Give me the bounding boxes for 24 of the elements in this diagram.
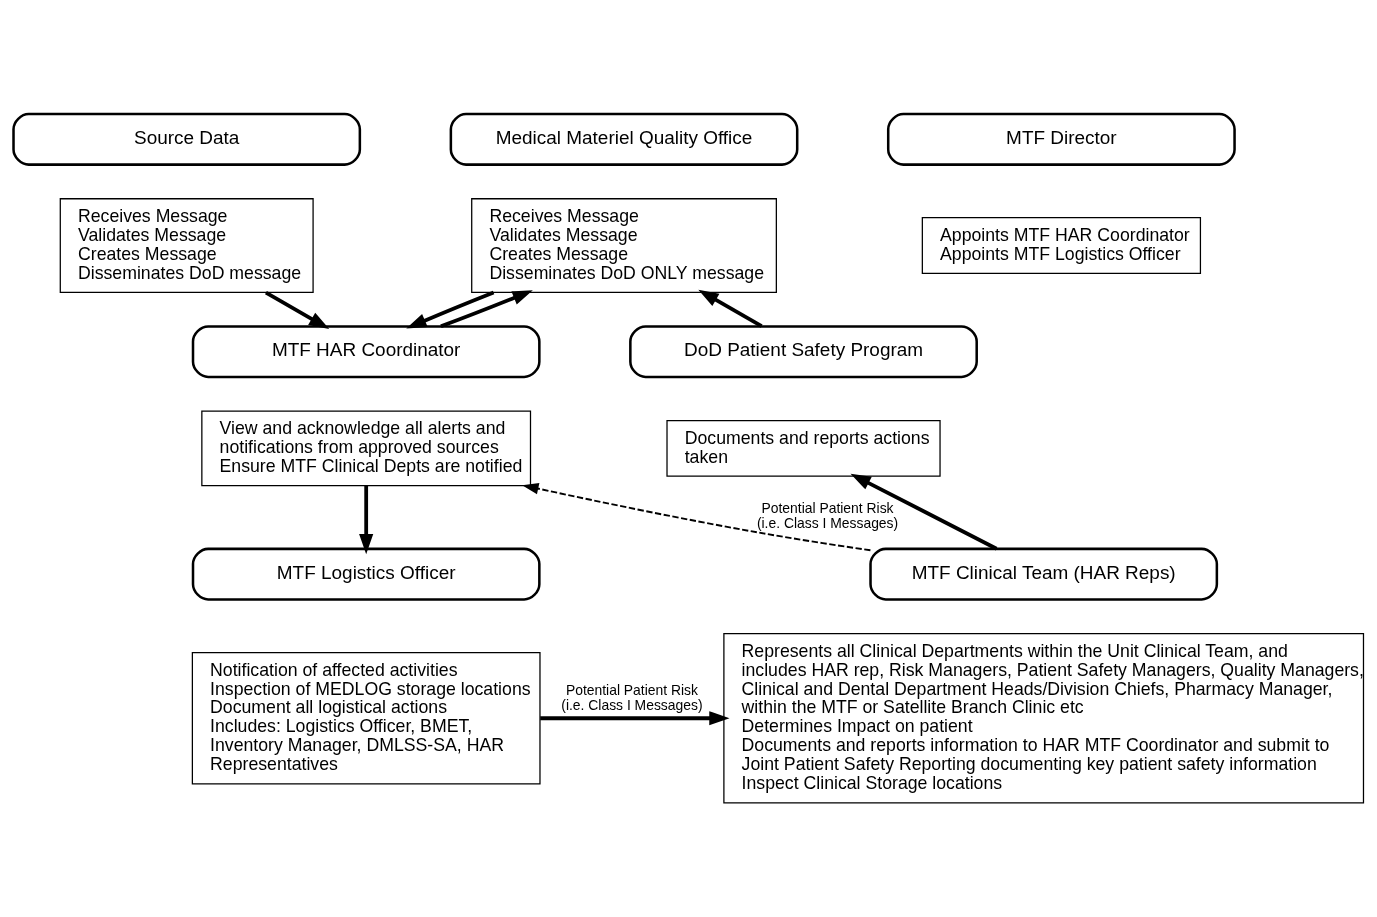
node-box: MTF Logistics Officer (191, 547, 541, 601)
arrow (359, 485, 374, 555)
arrow (698, 289, 763, 328)
node-box: Receives Message Validates Message Creates Message Disseminates DoD message (59, 198, 314, 293)
node-box: View and acknowledge all alerts and notifications from approved sources Ensure MTF Clinical Depts are notified (201, 410, 532, 487)
node-box: Appoints MTF HAR Coordinator Appoints MTF Logistics Officer (921, 217, 1202, 274)
node-box: Receives Message Validates Message Creates Message Disseminates DoD ONLY message (471, 198, 777, 293)
edge-label: Potential Patient Risk (i.e. Class I Messages) (756, 500, 899, 532)
node-box: Medical Materiel Quality Office (449, 112, 799, 166)
arrow (265, 290, 330, 330)
arrow (850, 473, 998, 551)
node-box: MTF HAR Coordinator (191, 325, 541, 379)
arrow (406, 290, 495, 329)
node-box: MTF Clinical Team (HAR Reps) (869, 547, 1219, 601)
node-box: Source Data (12, 112, 362, 166)
node-box: DoD Patient Safety Program (629, 325, 978, 379)
arrow (522, 483, 872, 552)
node-box: Represents all Clinical Departments within the Unit Clinical Team, and includes HAR rep, Risk Managers, Patient Safety Managers, Quality Managers, Clinical and Dental Department Heads/Division Chiefs, Pharmacy Manager, within the MTF or Satellite Branch Clinic etc Determines Impact on patient Documents and reports information to HAR MTF Coordinator and submit to Joint Patient Safety Reporting documenting key patient safety information Inspect Clinical Storage locations (723, 632, 1365, 804)
node-box: MTF Director (886, 112, 1236, 166)
node-box: Documents and reports actions taken (666, 419, 941, 477)
node-box: Notification of affected activities Inspection of MEDLOG storage locations Document all logistical actions Includes: Logistics Officer, BMET, Inventory Manager, DMLSS-SA, HAR Representatives (191, 651, 541, 785)
arrow (540, 711, 730, 726)
arrow (440, 290, 533, 329)
edge-label: Potential Patient Risk (i.e. Class I Messages) (561, 682, 703, 714)
